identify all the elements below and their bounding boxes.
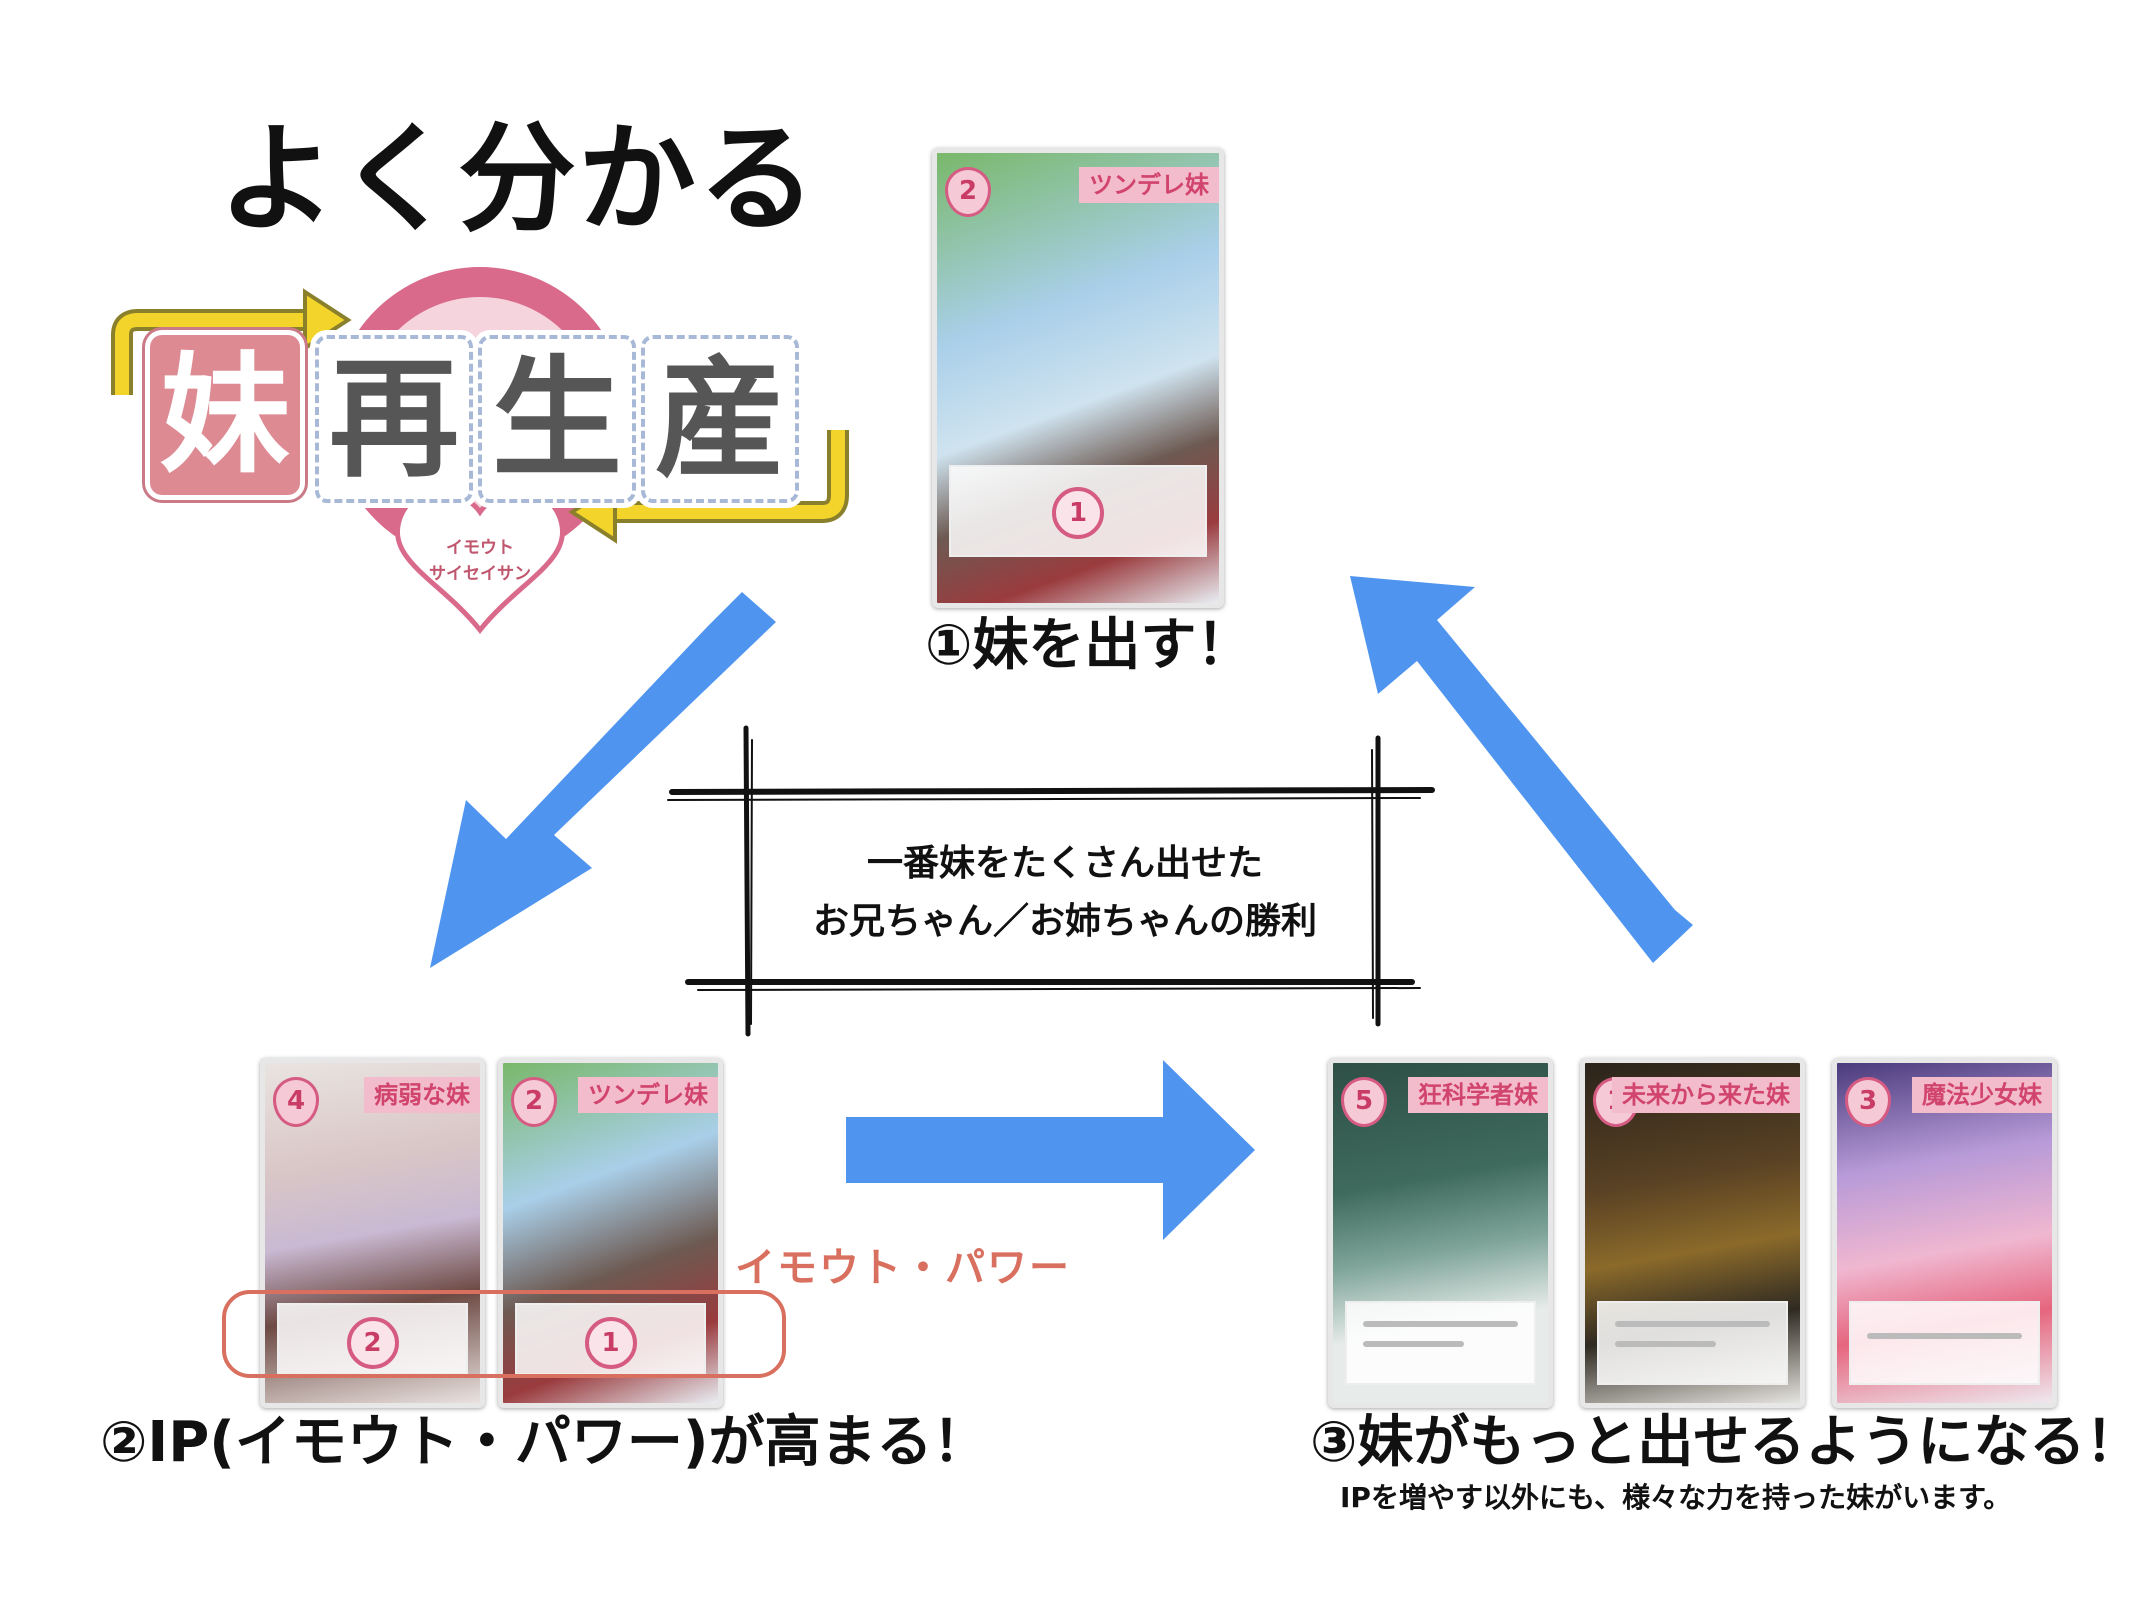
cost-badge: 2	[511, 1077, 557, 1127]
logo-char-san: 産	[641, 335, 799, 503]
ip-coin-icon: 1	[1052, 487, 1104, 539]
page-title: よく分かる	[218, 110, 819, 248]
card-text-box: 1	[949, 465, 1207, 557]
logo-char-imouto: 妹	[150, 335, 300, 495]
logo-char-sai: 再	[315, 335, 473, 503]
logo-char-sei: 生	[478, 335, 636, 503]
cost-badge: 2	[945, 167, 991, 217]
card-text-box: 1	[515, 1303, 706, 1375]
card-text-box	[1849, 1301, 2040, 1385]
step2-label: ②IP(イモウト・パワー)が高まる！	[100, 1410, 989, 1475]
card-mahoshojo-imouto: 3 魔法少女妹	[1832, 1058, 2057, 1408]
cost-badge: 5	[1341, 1077, 1387, 1127]
card-kyokagakusha-imouto: 5 狂科学者妹	[1328, 1058, 1553, 1408]
card-title: 狂科学者妹	[1408, 1077, 1548, 1113]
ip-annotation: イモウト・パワー	[735, 1245, 1071, 1291]
step3-note: IPを増やす以外にも、様々な力を持った妹がいます。	[1340, 1481, 2012, 1514]
card-tsundere-imouto: 2 ツンデレ妹 1	[932, 148, 1224, 608]
game-logo: 妹 再 生 産 イモウト サイセイサン	[110, 250, 850, 640]
card-text-box: 2	[277, 1303, 468, 1375]
logo-reading-line1: イモウト	[446, 538, 514, 558]
arrow-to-step3	[846, 1060, 1255, 1240]
arrow-to-step2	[430, 592, 776, 968]
victory-condition: 一番妹をたくさん出せた お兄ちゃん／お姉ちゃんの勝利	[745, 835, 1385, 951]
card-mirai-imouto: 1 未来から来た妹	[1580, 1058, 1805, 1408]
card-title: ツンデレ妹	[578, 1077, 718, 1113]
victory-box-frame	[667, 725, 1435, 1037]
step1-label: ①妹を出す！	[925, 613, 1253, 678]
card-title: 魔法少女妹	[1912, 1077, 2052, 1113]
logo-reading-line2: サイセイサン	[429, 564, 531, 584]
card-tsundere-imouto-2: 2 ツンデレ妹 1	[498, 1058, 723, 1408]
logo-reading: イモウト サイセイサン	[390, 535, 570, 587]
cost-badge: 3	[1845, 1077, 1891, 1127]
card-title: ツンデレ妹	[1079, 167, 1219, 203]
card-byojaku-imouto: 4 病弱な妹 2	[260, 1058, 485, 1408]
card-title: 未来から来た妹	[1612, 1077, 1800, 1113]
victory-line2: お兄ちゃん／お姉ちゃんの勝利	[812, 901, 1317, 942]
victory-line1: 一番妹をたくさん出せた	[866, 843, 1263, 884]
cost-badge: 4	[273, 1077, 319, 1127]
ip-highlight-frame	[222, 1290, 786, 1378]
card-text-box	[1597, 1301, 1788, 1385]
card-title: 病弱な妹	[364, 1077, 480, 1113]
step3-label: ③妹がもっと出せるようになる！	[1310, 1410, 2133, 1475]
card-text-box	[1345, 1301, 1536, 1385]
ip-coin-icon: 2	[346, 1317, 399, 1369]
ip-coin-icon: 1	[584, 1317, 637, 1369]
arrow-to-step1	[1350, 576, 1693, 963]
